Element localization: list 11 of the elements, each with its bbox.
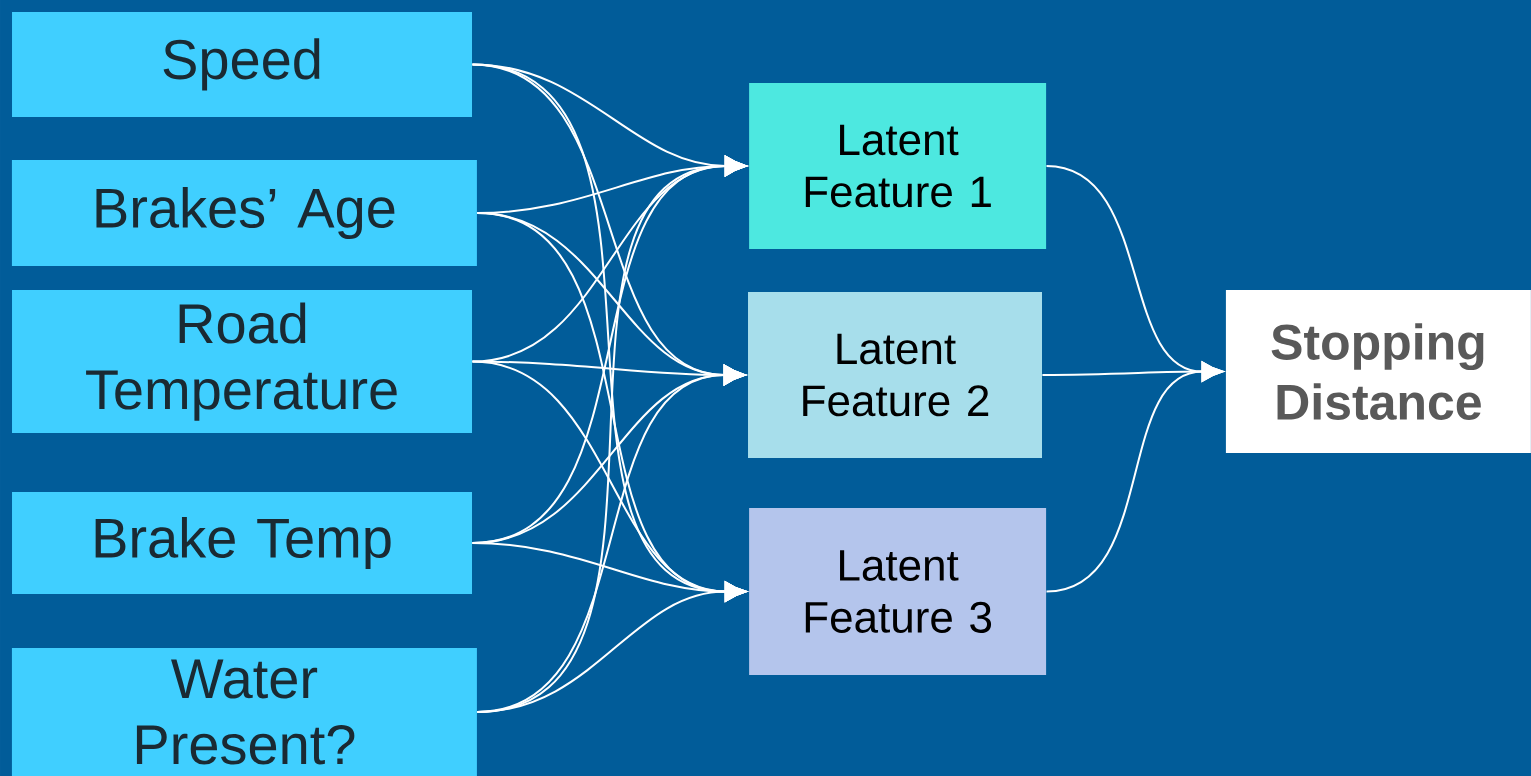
latent-feature-box: Latent Feature 3	[749, 508, 1047, 676]
arrow	[1045, 361, 1224, 593]
arrow	[476, 581, 747, 713]
input-box: Brakes’ Age	[11, 160, 477, 266]
input-box: Speed	[12, 11, 472, 117]
input-box: Road Temperature	[12, 290, 472, 434]
latent-feature-box: Latent Feature 2	[748, 292, 1042, 458]
input-box: Water Present?	[11, 648, 477, 776]
input-box: Brake Temp	[12, 492, 472, 594]
output-box: Stopping Distance	[1225, 290, 1531, 454]
latent-feature-box: Latent Feature 1	[749, 83, 1047, 249]
